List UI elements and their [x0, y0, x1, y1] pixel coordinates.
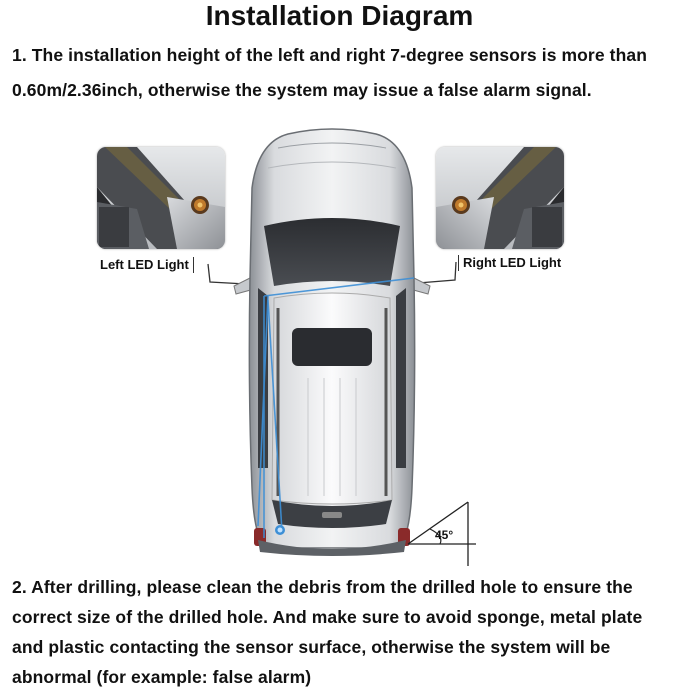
car-top-view [228, 128, 436, 558]
page-title: Installation Diagram [205, 0, 474, 31]
instruction-step-2: 2. After drilling, please clean the debr… [12, 577, 643, 687]
left-led-label: Left LED Light [97, 257, 194, 273]
angle-label: 45° [435, 528, 454, 542]
right-led-photo [436, 147, 564, 249]
angle-indicator [407, 501, 476, 566]
instruction-step-1: 1. The installation height of the left a… [12, 45, 647, 100]
right-led-label: Right LED Light [458, 255, 565, 271]
left-led-photo [97, 147, 225, 249]
